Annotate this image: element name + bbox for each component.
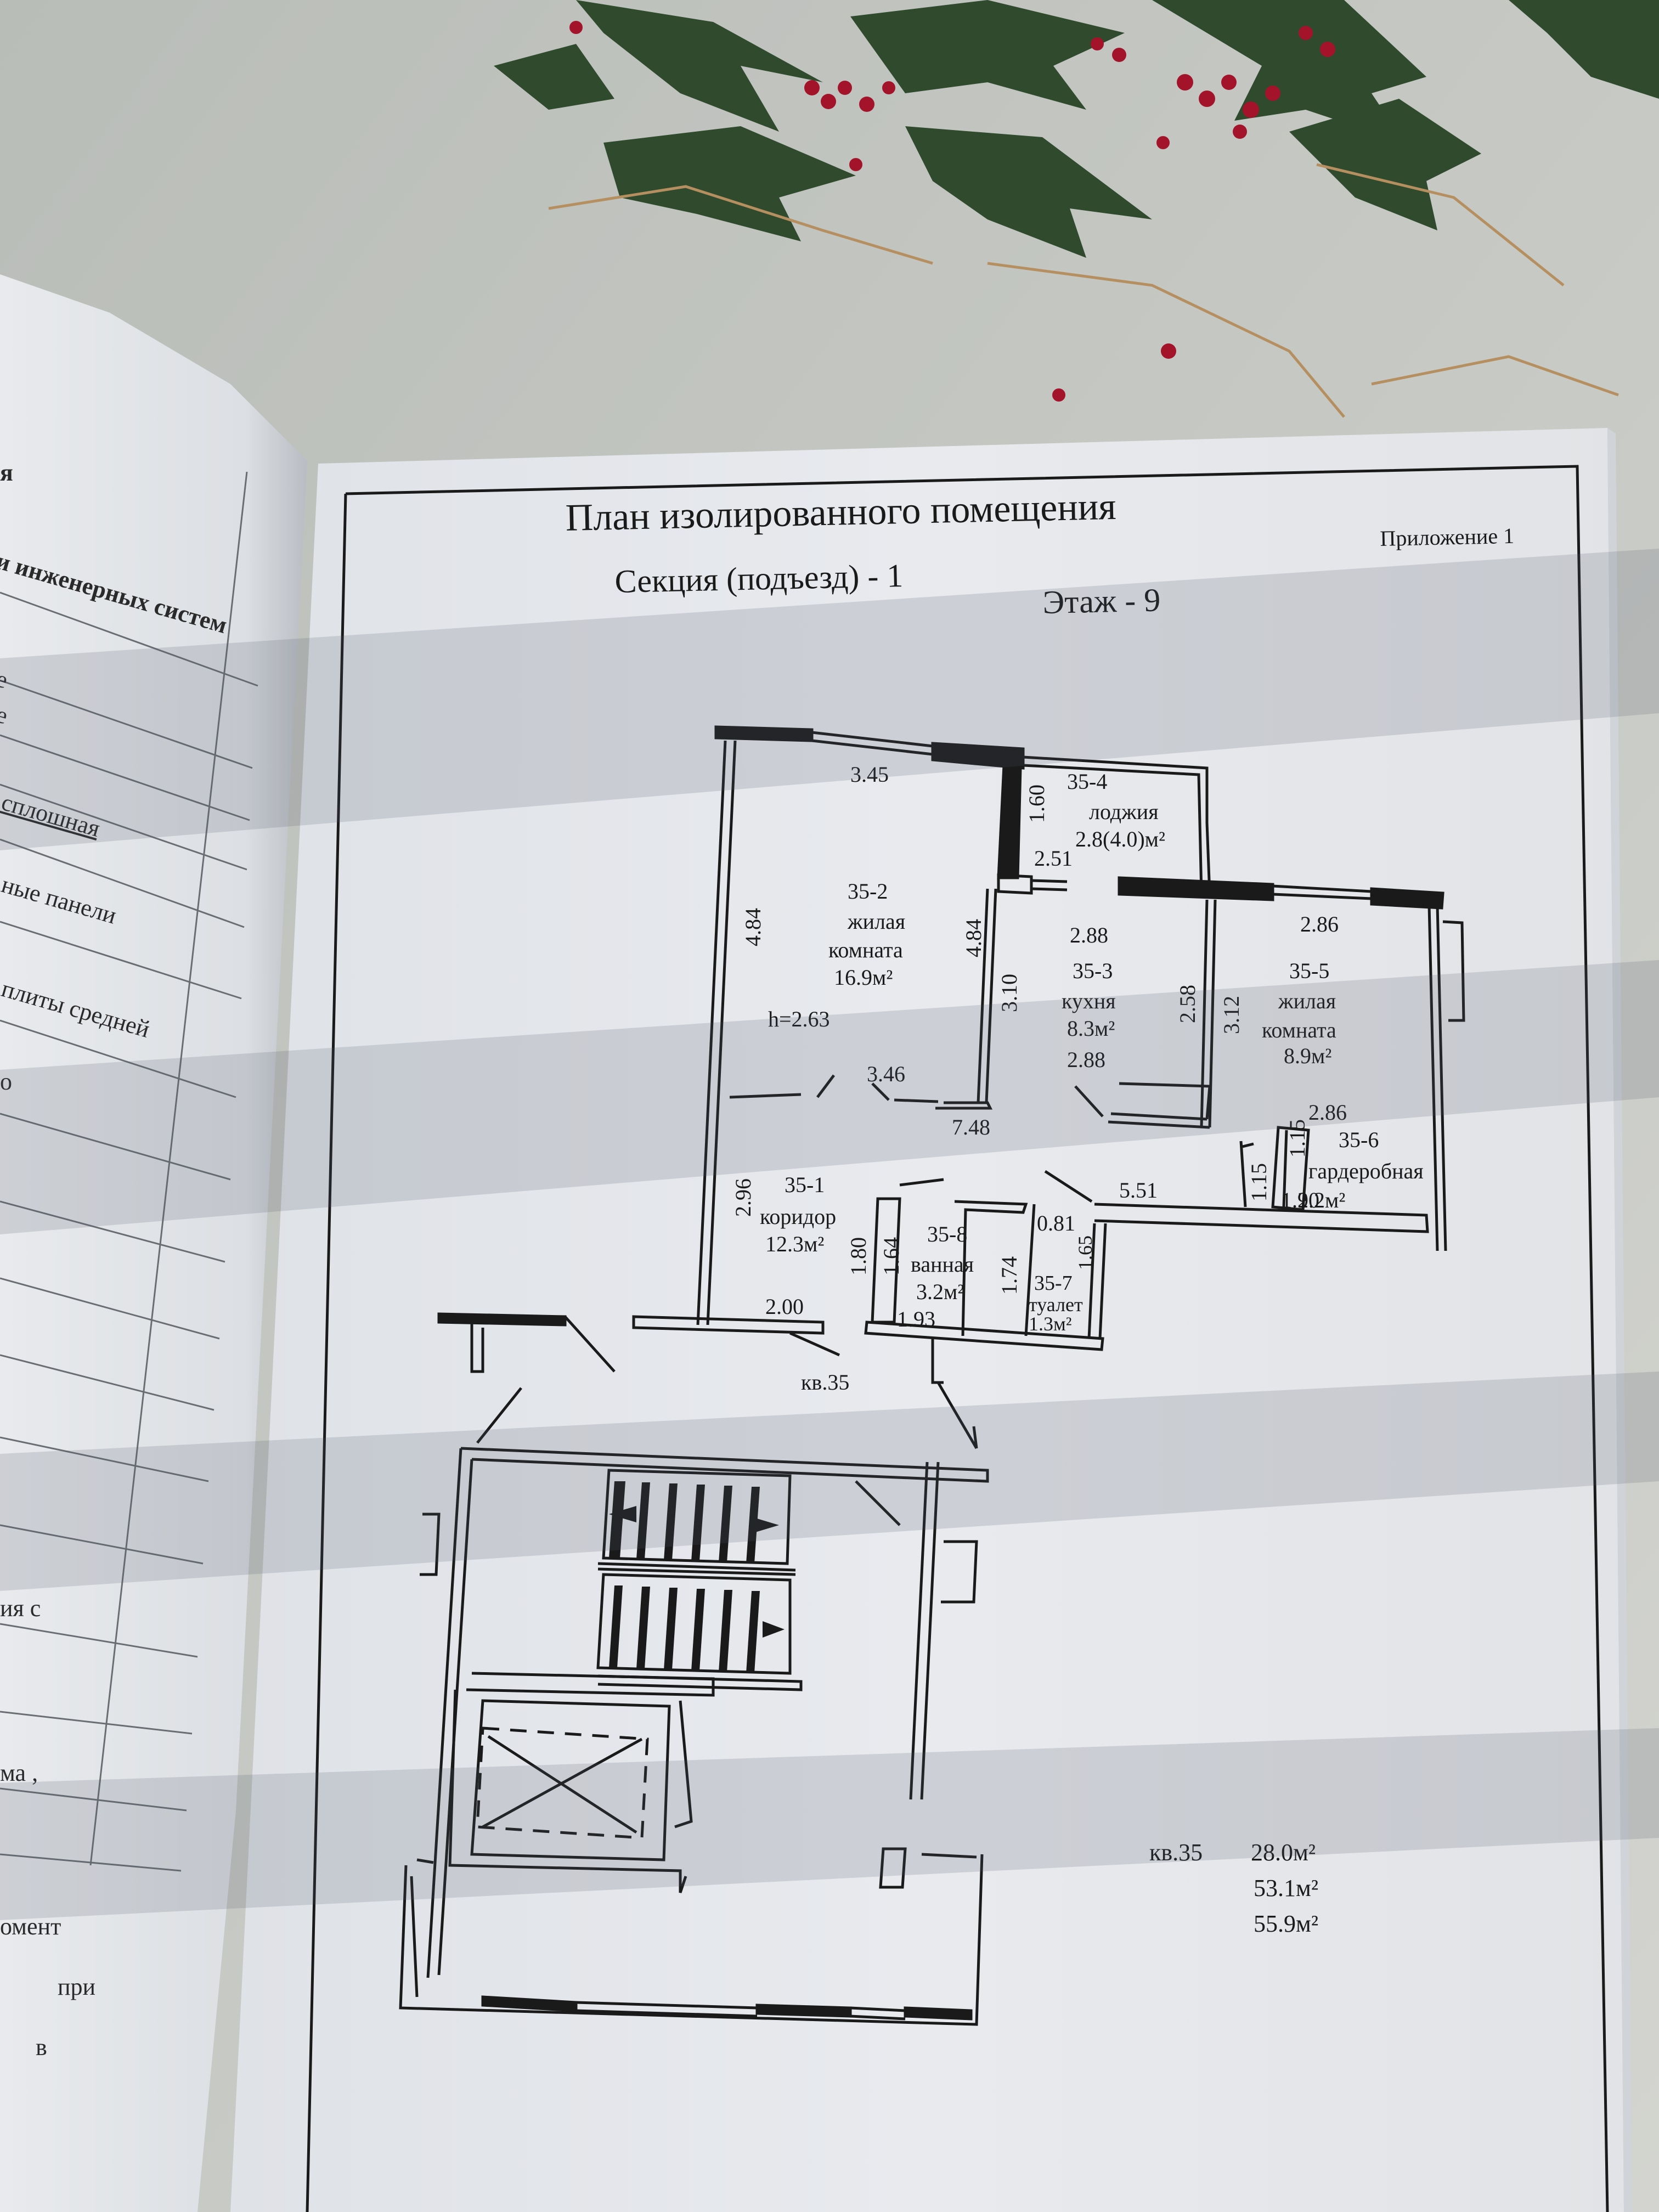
left-page-fragment-10: ма , bbox=[0, 1759, 38, 1786]
left-page-fragment-9: ия с bbox=[0, 1595, 41, 1622]
dim-2-51: 2.51 bbox=[1034, 846, 1073, 871]
apartment-walls bbox=[399, 725, 1465, 2026]
room-35-2-id: 35-2 bbox=[848, 879, 888, 904]
room-35-6-id: 35-6 bbox=[1339, 1127, 1379, 1152]
floor-label: Этаж - 9 bbox=[1042, 582, 1161, 620]
dim-1-93: 1.93 bbox=[897, 1307, 935, 1331]
room-35-4-id: 35-4 bbox=[1067, 769, 1108, 794]
summary-label: кв.35 bbox=[1149, 1839, 1203, 1866]
summary-area-2: 53.1м² bbox=[1254, 1875, 1319, 1901]
room-35-8-area: 3.2м² bbox=[916, 1279, 964, 1304]
dim-3-46: 3.46 bbox=[867, 1062, 905, 1086]
dim-1-80: 1.80 bbox=[846, 1237, 871, 1276]
dim-2-86-top: 2.86 bbox=[1300, 912, 1339, 936]
room-35-6-area: 2.2м² bbox=[1297, 1188, 1346, 1212]
room-35-6-name: гардеробная bbox=[1308, 1159, 1424, 1183]
room-35-2-name2: комната bbox=[828, 938, 903, 962]
dim-2-58: 2.58 bbox=[1175, 985, 1200, 1023]
holly-outlines bbox=[548, 163, 1619, 418]
dim-1-90: 1.90 bbox=[1281, 1188, 1319, 1212]
left-page-table-lines bbox=[0, 471, 258, 1872]
dim-2-86-bottom: 2.86 bbox=[1308, 1100, 1347, 1125]
dim-3-12: 3.12 bbox=[1219, 996, 1244, 1034]
section-label: Секция (подъезд) - 1 bbox=[614, 557, 904, 600]
appendix-label: Приложение 1 bbox=[1379, 523, 1515, 551]
holly-berries bbox=[569, 21, 1335, 402]
room-35-3-area: 8.3м² bbox=[1067, 1016, 1115, 1041]
left-page-fragment-1: я bbox=[0, 459, 13, 486]
dim-4-84-right: 4.84 bbox=[961, 919, 986, 957]
room-35-8-name: ванная bbox=[911, 1252, 974, 1277]
room-35-5-id: 35-5 bbox=[1289, 958, 1330, 983]
room-35-4-area: 2.8(4.0)м² bbox=[1075, 827, 1165, 851]
summary-area-3: 55.9м² bbox=[1254, 1910, 1319, 1937]
dim-1-64: 1.64 bbox=[879, 1237, 904, 1276]
room-35-2-area: 16.9м² bbox=[834, 965, 893, 990]
dim-1-60: 1.60 bbox=[1024, 785, 1049, 823]
dim-2-88-top: 2.88 bbox=[1070, 923, 1108, 947]
left-page-fragment-12: при bbox=[58, 1973, 96, 2000]
room-35-5-name: жилая bbox=[1278, 989, 1336, 1013]
room-35-1-id: 35-1 bbox=[785, 1172, 825, 1197]
left-page-fragment-8: о bbox=[0, 1068, 12, 1095]
dim-1-74: 1.74 bbox=[997, 1256, 1022, 1295]
room-35-2-name: жилая bbox=[848, 909, 906, 934]
room-35-5-area: 8.9м² bbox=[1284, 1043, 1332, 1068]
room-35-3-name: кухня bbox=[1062, 989, 1116, 1013]
dim-0-81: 0.81 bbox=[1037, 1211, 1075, 1235]
room-35-7-name: туалет bbox=[1029, 1294, 1083, 1316]
dim-1-15-a: 1.15 bbox=[1246, 1163, 1271, 1201]
left-page-fragment-11: омент bbox=[0, 1913, 61, 1940]
dim-2-96: 2.96 bbox=[731, 1178, 755, 1217]
dim-7-48: 7.48 bbox=[952, 1115, 990, 1139]
right-page bbox=[230, 428, 1624, 2212]
room-35-3-id: 35-3 bbox=[1073, 958, 1113, 983]
holly-leaves bbox=[494, 0, 1659, 258]
dim-1-15-b: 1.15 bbox=[1285, 1119, 1310, 1158]
room-35-8-id: 35-8 bbox=[927, 1222, 968, 1246]
summary-area-1: 28.0м² bbox=[1251, 1839, 1316, 1866]
dim-1-65: 1.65 bbox=[1074, 1235, 1096, 1270]
dim-2-88-bottom: 2.88 bbox=[1067, 1047, 1105, 1072]
room-35-4-name: лоджия bbox=[1089, 799, 1159, 824]
left-page-fragment-13: в bbox=[36, 2034, 47, 2061]
dim-5-51: 5.51 bbox=[1119, 1178, 1158, 1203]
apartment-entrance-label: кв.35 bbox=[801, 1370, 850, 1395]
dim-4-84-left: 4.84 bbox=[741, 908, 765, 946]
room-35-1-area: 12.3м² bbox=[765, 1232, 825, 1256]
ceiling-height: h=2.63 bbox=[768, 1007, 830, 1031]
page-border bbox=[306, 465, 1609, 2212]
dim-2-00: 2.00 bbox=[765, 1294, 804, 1319]
room-35-1-name: коридор bbox=[760, 1204, 837, 1229]
room-35-5-name2: комната bbox=[1262, 1018, 1336, 1042]
dim-3-45: 3.45 bbox=[850, 762, 889, 787]
dim-3-10: 3.10 bbox=[997, 974, 1022, 1012]
stair-treads bbox=[609, 1481, 785, 1673]
room-35-7-id: 35-7 bbox=[1034, 1272, 1073, 1295]
room-35-7-area: 1.3м² bbox=[1029, 1313, 1072, 1335]
